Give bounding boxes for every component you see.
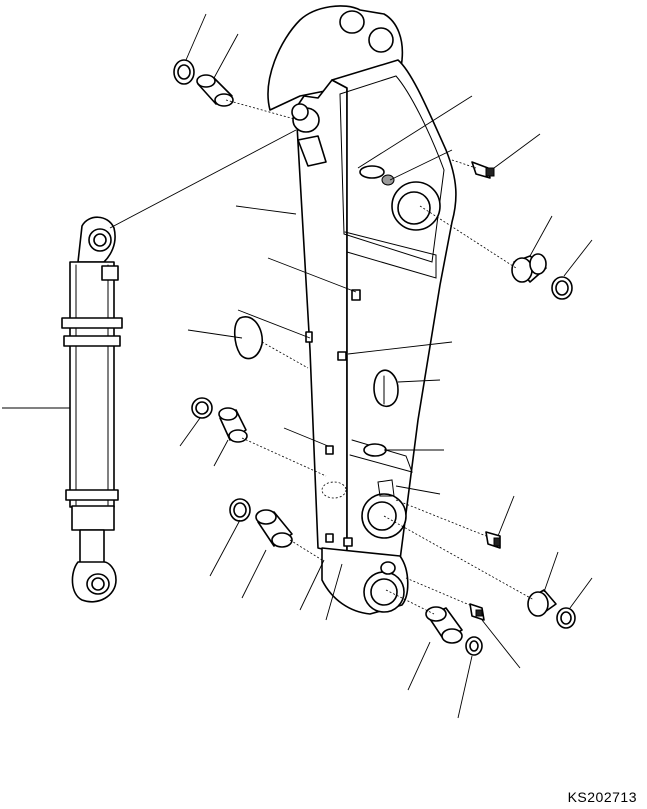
seal-upper-left <box>173 59 195 85</box>
cylinder-rod <box>79 529 105 565</box>
arm-cylinder <box>61 216 123 603</box>
bushing-lower-left <box>255 509 293 548</box>
arm-top-pin-hole-right <box>368 27 394 53</box>
arm-rear-boss <box>267 5 404 111</box>
seal-bottom <box>465 636 483 656</box>
bushing-right-lower <box>527 589 557 617</box>
grease-fitting-lower <box>485 531 501 549</box>
arm-assembly <box>267 5 457 615</box>
seal-right-upper <box>551 276 573 300</box>
grease-fitting-upper <box>471 161 495 179</box>
arm-front-plate <box>331 59 457 561</box>
seal-lower-left <box>229 498 251 522</box>
drawing-code: KS202713 <box>567 789 637 805</box>
shim-plate <box>233 316 264 360</box>
arm-cover-plate <box>373 369 399 408</box>
seal-right-lower <box>556 607 576 629</box>
cylinder-tube <box>69 261 115 508</box>
bushing-mid-left <box>218 407 248 443</box>
arm-top-pin-hole-left <box>339 10 365 34</box>
bushing-bottom <box>425 606 463 644</box>
bushing-right-upper <box>511 253 547 283</box>
seal-mid-left <box>191 397 213 419</box>
grease-fitting-tip <box>469 603 485 621</box>
leader-lines <box>2 13 593 719</box>
arm-grease-boss-upper <box>359 165 385 179</box>
bushing-upper-left <box>196 74 234 107</box>
